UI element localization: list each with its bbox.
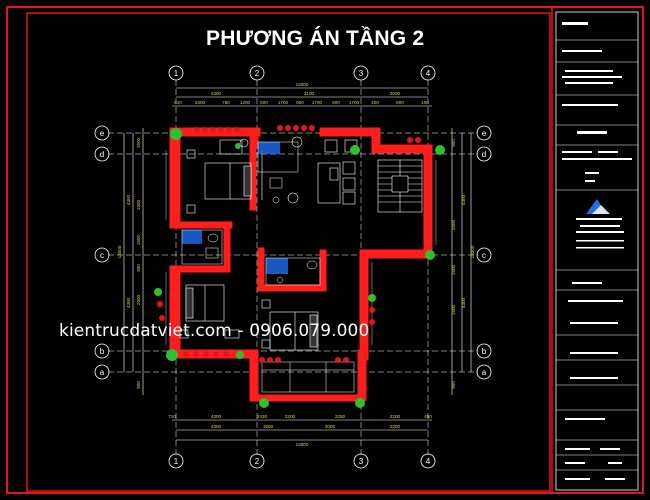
wall-right-mid [359,249,431,259]
dim-top-main-3: 3000 [390,91,401,96]
dim-right-detail-1: 900 [451,139,456,147]
dim-bottom-detail-2: 4300 [211,414,222,419]
dim-top-overall: 13000 [296,82,309,87]
dim-right-detail-3: 1500 [451,264,456,275]
dim-left-detail-6: 900 [136,381,141,389]
dim-top-detail-13: 100 [421,100,429,105]
dim-left-main-1: 4300 [126,194,131,205]
grid-row-b-left: b [100,347,105,356]
wall-balcony-right [357,349,367,401]
dim-right-main-1: 4300 [461,194,466,205]
dim-bottom-main-3: 3000 [325,424,336,429]
drawing-border-outer [6,6,644,494]
grid-col-3-top: 3 [359,69,364,78]
bathrooms [181,141,321,286]
dim-left-detail-2: 1500 [136,199,141,210]
stairs [377,159,423,213]
wall-left-upper [169,127,181,227]
dimension-lines [123,87,472,441]
dim-top-detail-7: 900 [296,100,304,105]
walls [169,127,433,402]
dim-top-detail-8: 1700 [312,100,323,105]
dim-bottom-main-2: 1500 [263,424,274,429]
dim-bottom-overall: 13000 [296,442,309,447]
grid-row-d-left: d [100,150,104,159]
grid-col-2-top: 2 [255,69,260,78]
grid-row-e-left: e [100,129,105,138]
dimension-texts-vertical: 13000 4300 4300 1500 1500 1500 300 2500 … [117,137,475,388]
bedroom-1 [186,138,252,214]
dim-bottom-detail-7: 450 [424,414,432,419]
dim-top-detail-10: 1700 [349,100,360,105]
wall-int-vertical-3 [257,247,265,291]
dim-right-overall: 13000 [470,245,475,258]
dim-bottom-detail-6: 2200 [390,414,401,419]
plants [154,125,445,408]
balcony [261,361,355,393]
wall-right-lower [359,249,369,361]
dim-bottom-detail-5: 2250 [335,414,346,419]
dim-top-detail-6: 1700 [278,100,289,105]
dim-top-main-2: 3100 [304,91,315,96]
wall-left-lower [169,265,181,357]
dim-right-main-2: 4300 [461,297,466,308]
dim-top-detail-3: 780 [222,100,230,105]
dim-left-main-2: 4300 [126,297,131,308]
dim-top-detail-9: 900 [332,100,340,105]
dimension-texts: 13000 4300 3100 3000 610 2300 780 1200 6… [168,82,432,447]
dim-right-detail-5: 900 [451,381,456,389]
drawing-border-inner [26,12,551,492]
dim-right-detail-4: 1500 [451,304,456,315]
dim-top-detail-1: 610 [174,100,182,105]
dim-left-detail-3: 1500 [136,234,141,245]
watermark: kientrucdatviet.com - 0906.079.000 [59,321,370,341]
wall-top-right [319,127,377,137]
dim-top-detail-2: 2300 [195,100,206,105]
dim-bottom-detail-4: 2200 [285,414,296,419]
wall-int-horizontal-2 [169,265,231,273]
dim-top-detail-4: 1200 [240,100,251,105]
railings [165,150,437,345]
dim-top-main-1: 4300 [211,91,222,96]
grid-row-e-right: e [482,129,487,138]
wall-int-vertical-2 [223,221,231,271]
wall-int-horizontal-1 [169,221,233,229]
dim-left-detail-1: 1500 [136,137,141,148]
dim-left-detail-4: 300 [136,264,141,272]
wall-int-vertical-4 [319,249,327,291]
dim-bottom-main-1: 4300 [211,424,222,429]
wall-balcony-left [249,349,259,396]
grid-col-2-bottom: 2 [255,457,260,466]
dim-right-detail-2: 2500 [451,219,456,230]
dim-top-detail-5: 600 [260,100,268,105]
wall-right-top [371,144,431,154]
grid-col-1-top: 1 [174,69,179,78]
grid-row-b-right: b [482,347,487,356]
dim-left-detail-5: 2500 [136,294,141,305]
grid-col-4-top: 4 [426,69,431,78]
grid-bubbles [94,65,492,469]
bedroom-2 [179,284,240,339]
dim-left-overall: 13000 [117,245,122,258]
dim-top-detail-12: 800 [396,100,404,105]
wall-right-upper [423,144,433,256]
drawing-title: PHƯƠNG ÁN TẦNG 2 [206,27,425,50]
title-block [555,11,639,491]
wall-int-horizontal-3 [257,284,327,292]
grid-row-d-right: d [482,150,486,159]
dim-top-detail-11: 400 [371,100,379,105]
grid-col-1-bottom: 1 [174,457,179,466]
grid-row-c-right: c [482,251,486,260]
bedroom-3 [261,299,319,351]
dim-bottom-detail-3: 2430 [257,414,268,419]
grid-col-3-bottom: 3 [359,457,364,466]
grid-labels: 1 2 3 4 1 2 3 4 e d c b a e d c b a [100,69,487,466]
grid-col-4-bottom: 4 [426,457,431,466]
dim-bottom-main-4: 2200 [390,424,401,429]
grid-row-c-left: c [100,251,104,260]
grid-row-a-right: a [482,368,487,377]
grid-row-a-left: a [100,368,105,377]
dim-bottom-detail-1: 710 [168,414,176,419]
